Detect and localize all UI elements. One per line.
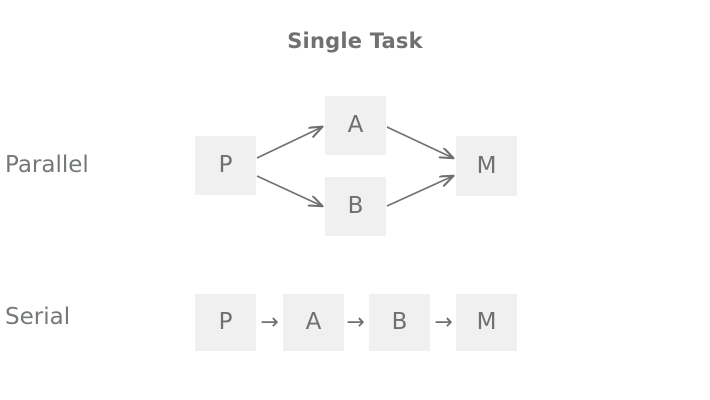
serial-node-m[interactable]: M [456, 294, 517, 351]
parallel-node-b[interactable]: B [325, 177, 386, 236]
serial-arrow-icon-2: → [346, 309, 365, 335]
page-title: Single Task [287, 29, 423, 53]
serial-node-a[interactable]: A [283, 294, 344, 351]
parallel-node-m[interactable]: M [456, 136, 517, 196]
serial-arrow-icon-3: → [434, 309, 453, 335]
row-label-parallel: Parallel [5, 152, 89, 178]
serial-node-p[interactable]: P [195, 294, 256, 351]
parallel-node-a[interactable]: A [325, 96, 386, 155]
edge-b-to-m [386, 176, 453, 207]
edge-p-to-b [256, 175, 322, 206]
edge-p-to-a [256, 127, 322, 159]
serial-node-b[interactable]: B [369, 294, 430, 351]
edge-a-to-m [386, 126, 453, 158]
parallel-node-p[interactable]: P [195, 136, 256, 195]
row-label-serial: Serial [5, 304, 71, 330]
serial-arrow-icon-1: → [260, 309, 279, 335]
